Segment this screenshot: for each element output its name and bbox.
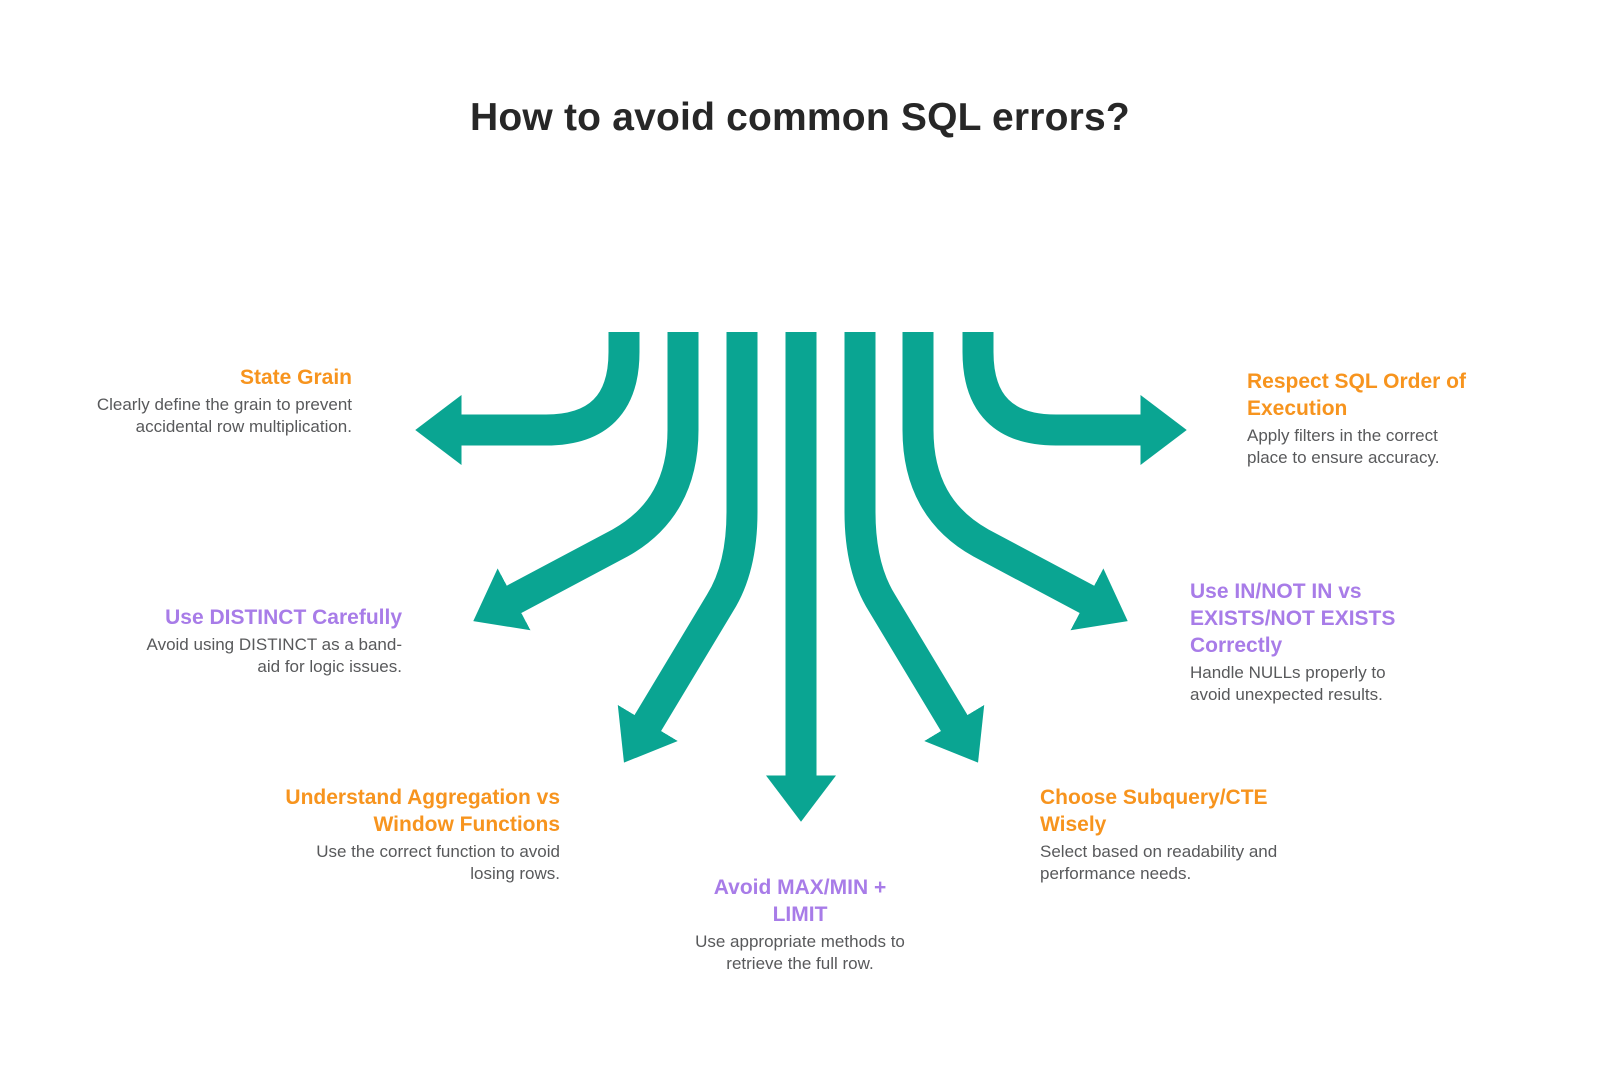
tip-heading: Understand Aggregation vs Window Functio… — [285, 786, 560, 836]
tip-choose-subquery-cte: Choose Subquery/CTE Wisely Select based … — [1040, 784, 1285, 885]
tip-sql-order: Respect SQL Order of Execution Apply fil… — [1247, 368, 1482, 469]
arrow-in-vs-exists — [902, 332, 1128, 631]
arrow-state-grain — [415, 332, 640, 466]
tip-body: Use appropriate methods to retrieve the … — [695, 932, 905, 973]
tip-body: Avoid using DISTINCT as a band-aid for l… — [146, 635, 402, 676]
tip-heading: Use DISTINCT Carefully — [165, 606, 402, 629]
tip-state-grain: State Grain Clearly define the grain to … — [92, 364, 352, 438]
tip-use-distinct: Use DISTINCT Carefully Avoid using DISTI… — [132, 604, 402, 678]
tip-heading: Respect SQL Order of Execution — [1247, 370, 1467, 420]
tip-heading: Choose Subquery/CTE Wisely — [1040, 786, 1268, 836]
arrow-sql-order — [962, 332, 1187, 466]
arrow-choose-subquery-cte — [844, 332, 985, 763]
page-title: How to avoid common SQL errors? — [470, 96, 1130, 139]
tip-heading: Use IN/NOT IN vs EXISTS/NOT EXISTS Corre… — [1190, 580, 1396, 657]
arrow-use-distinct — [473, 332, 699, 631]
arrow-aggregation-vs-window — [617, 332, 758, 763]
tip-in-vs-exists: Use IN/NOT IN vs EXISTS/NOT EXISTS Corre… — [1190, 578, 1425, 706]
tip-body: Use the correct function to avoid losing… — [316, 842, 560, 883]
tip-body: Apply filters in the correct place to en… — [1247, 426, 1440, 467]
tip-body: Select based on readability and performa… — [1040, 842, 1278, 883]
tip-body: Clearly define the grain to prevent acci… — [96, 395, 352, 436]
tip-heading: State Grain — [239, 366, 352, 389]
tip-body: Handle NULLs properly to avoid unexpecte… — [1190, 663, 1386, 704]
tip-avoid-max-min-limit: Avoid MAX/MIN + LIMIT Use appropriate me… — [695, 874, 905, 975]
tip-aggregation-vs-window: Understand Aggregation vs Window Functio… — [280, 784, 560, 885]
tip-heading: Avoid MAX/MIN + LIMIT — [713, 876, 887, 926]
